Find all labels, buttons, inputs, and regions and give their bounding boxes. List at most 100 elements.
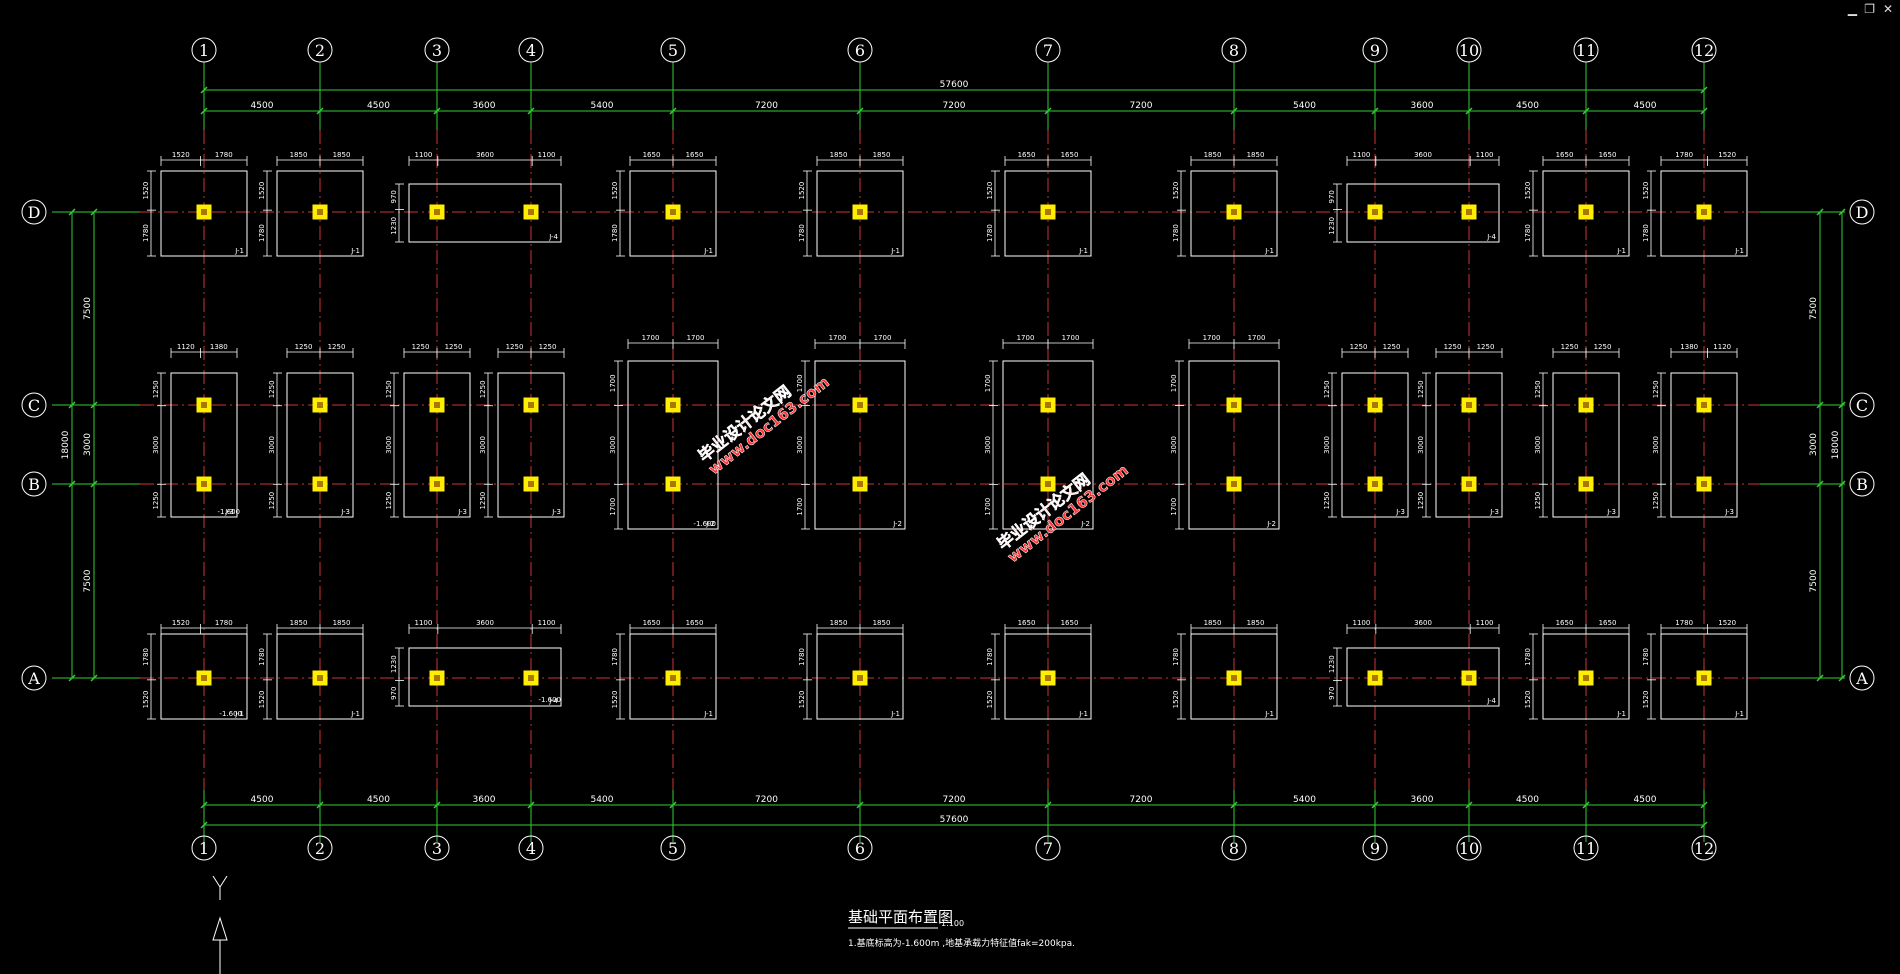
restore-icon[interactable]: ❐ (1864, 2, 1875, 16)
footing-A-2 (408, 647, 562, 707)
axis-bubble-left-A-circle (21, 665, 47, 691)
vtick-D-3 (1838, 208, 1846, 216)
footing-tag-CB-10: J-3 (1606, 508, 1616, 516)
footing-side-CB-11-0: 1250 (1652, 380, 1660, 398)
axis-bubble-bottom-3: 3 (432, 839, 442, 858)
tick-top-10 (1582, 107, 1590, 115)
axis-bubble-top-3-circle (424, 37, 450, 63)
tick-bottom-2 (433, 801, 441, 809)
column-core-D-12 (1701, 209, 1707, 215)
footing-side-CB-9-1: 3000 (1417, 436, 1425, 454)
footing-side-CB-0-1: 3000 (152, 436, 160, 454)
vtick-B-3 (1838, 480, 1846, 488)
vtick-A-3 (1838, 674, 1846, 682)
footing-dim-A-4-0: 1850 (830, 619, 848, 627)
tick-bottom-6 (1044, 801, 1052, 809)
footing-CB-0 (170, 372, 238, 518)
footing-dim-A-9-0: 1780 (1675, 619, 1693, 627)
dim-span-top-6: 7200 (1130, 101, 1153, 111)
footing-side-CB-3-1: 3000 (479, 436, 487, 454)
axis-bubble-bottom-12-circle (1691, 835, 1717, 861)
footing-tag-A-5: J-1 (1078, 710, 1088, 718)
dim-span-top-2: 3600 (473, 101, 496, 111)
elev-A-4: -1.600 (538, 696, 561, 704)
footing-dim-D-7-2: 1100 (1476, 151, 1494, 159)
axis-bubble-bottom-12: 12 (1694, 839, 1714, 858)
axis-bubble-top-4: 4 (526, 41, 536, 60)
footing-side-D-0-1: 1780 (142, 224, 150, 242)
vtick-C-1 (90, 401, 98, 409)
minimize-icon[interactable]: ▁ (1847, 2, 1857, 16)
footing-CB-2 (403, 372, 471, 518)
footing-tag-A-2: J-4 (548, 697, 558, 705)
tick-top-6 (1044, 107, 1052, 115)
footing-dim-CB-2-1: 1250 (445, 343, 463, 351)
column-core-D-4 (528, 209, 534, 215)
dim-total-width-right: 18000 (1831, 430, 1841, 459)
column-core-A-12 (1701, 675, 1707, 681)
axis-bubble-top-6-circle (847, 37, 873, 63)
close-icon[interactable]: ✕ (1882, 2, 1893, 16)
axis-bubble-top-9: 9 (1370, 41, 1380, 60)
footing-CB-4 (627, 360, 719, 530)
column-core-D-10 (1466, 209, 1472, 215)
column-core-A-1 (201, 675, 207, 681)
footing-side-D-9-1: 1780 (1642, 224, 1650, 242)
footing-side-A-7-1: 970 (1328, 687, 1336, 700)
footing-CB-6 (1002, 360, 1094, 530)
footing-CB-3 (497, 372, 565, 518)
footing-dim-D-7-0: 1100 (1352, 151, 1370, 159)
footing-side-CB-11-2: 1250 (1652, 492, 1660, 510)
axis-bubble-bottom-6-circle (847, 835, 873, 861)
tick-top-1 (316, 107, 324, 115)
footing-tag-A-8: J-1 (1616, 710, 1626, 718)
footing-CB-10 (1552, 372, 1620, 518)
tick-total-top-l (200, 86, 208, 94)
footing-side-CB-8-1: 3000 (1323, 436, 1331, 454)
footing-dim-D-9-0: 1780 (1675, 151, 1693, 159)
dim-span-top-10: 4500 (1634, 101, 1657, 111)
footing-dim-D-5-0: 1650 (1018, 151, 1036, 159)
footing-dim-A-8-0: 1650 (1556, 619, 1574, 627)
axis-bubble-right-B-circle (1849, 471, 1875, 497)
footing-dim-CB-10-0: 1250 (1561, 343, 1579, 351)
tick-top-4 (669, 107, 677, 115)
footing-side-D-5-0: 1520 (986, 182, 994, 200)
footing-tag-D-5: J-1 (1078, 247, 1088, 255)
footing-CB-9 (1435, 372, 1503, 518)
column-core-C-1 (201, 402, 207, 408)
footing-tag-CB-2: J-3 (457, 508, 467, 516)
footing-CB-7 (1188, 360, 1280, 530)
tick-total-bottom-l (200, 821, 208, 829)
footing-side-A-5-0: 1780 (986, 648, 994, 666)
footing-side-CB-10-2: 1250 (1534, 492, 1542, 510)
vtick-D-2 (1816, 208, 1824, 216)
footing-A-9 (1660, 633, 1748, 720)
footing-dim-CB-9-0: 1250 (1444, 343, 1462, 351)
column-core-A-6 (857, 675, 863, 681)
tick-top-3 (527, 107, 535, 115)
dim-span-bottom-1: 4500 (367, 795, 390, 805)
footing-side-A-0-0: 1780 (142, 648, 150, 666)
footing-D-0 (160, 170, 248, 257)
footing-tag-D-2: J-4 (548, 233, 558, 241)
footing-dim-D-8-1: 1650 (1599, 151, 1617, 159)
tick-bottom-11 (1700, 801, 1708, 809)
footing-side-CB-1-2: 1250 (268, 492, 276, 510)
footing-dim-D-0-1: 1780 (215, 151, 233, 159)
footing-side-CB-7-1: 3000 (1170, 436, 1178, 454)
tick-bottom-10 (1582, 801, 1590, 809)
dim-span-bottom-2: 3600 (473, 795, 496, 805)
dim-span-bottom-10: 4500 (1634, 795, 1657, 805)
footing-side-CB-5-1: 3000 (796, 436, 804, 454)
footing-dim-CB-2-0: 1250 (412, 343, 430, 351)
dim-row-DC-right: 7500 (1809, 297, 1819, 320)
tick-bottom-3 (527, 801, 535, 809)
dim-row-DC-left: 7500 (83, 297, 93, 320)
axis-bubble-bottom-10: 10 (1459, 839, 1479, 858)
tick-bottom-1 (316, 801, 324, 809)
tick-bottom-5 (856, 801, 864, 809)
